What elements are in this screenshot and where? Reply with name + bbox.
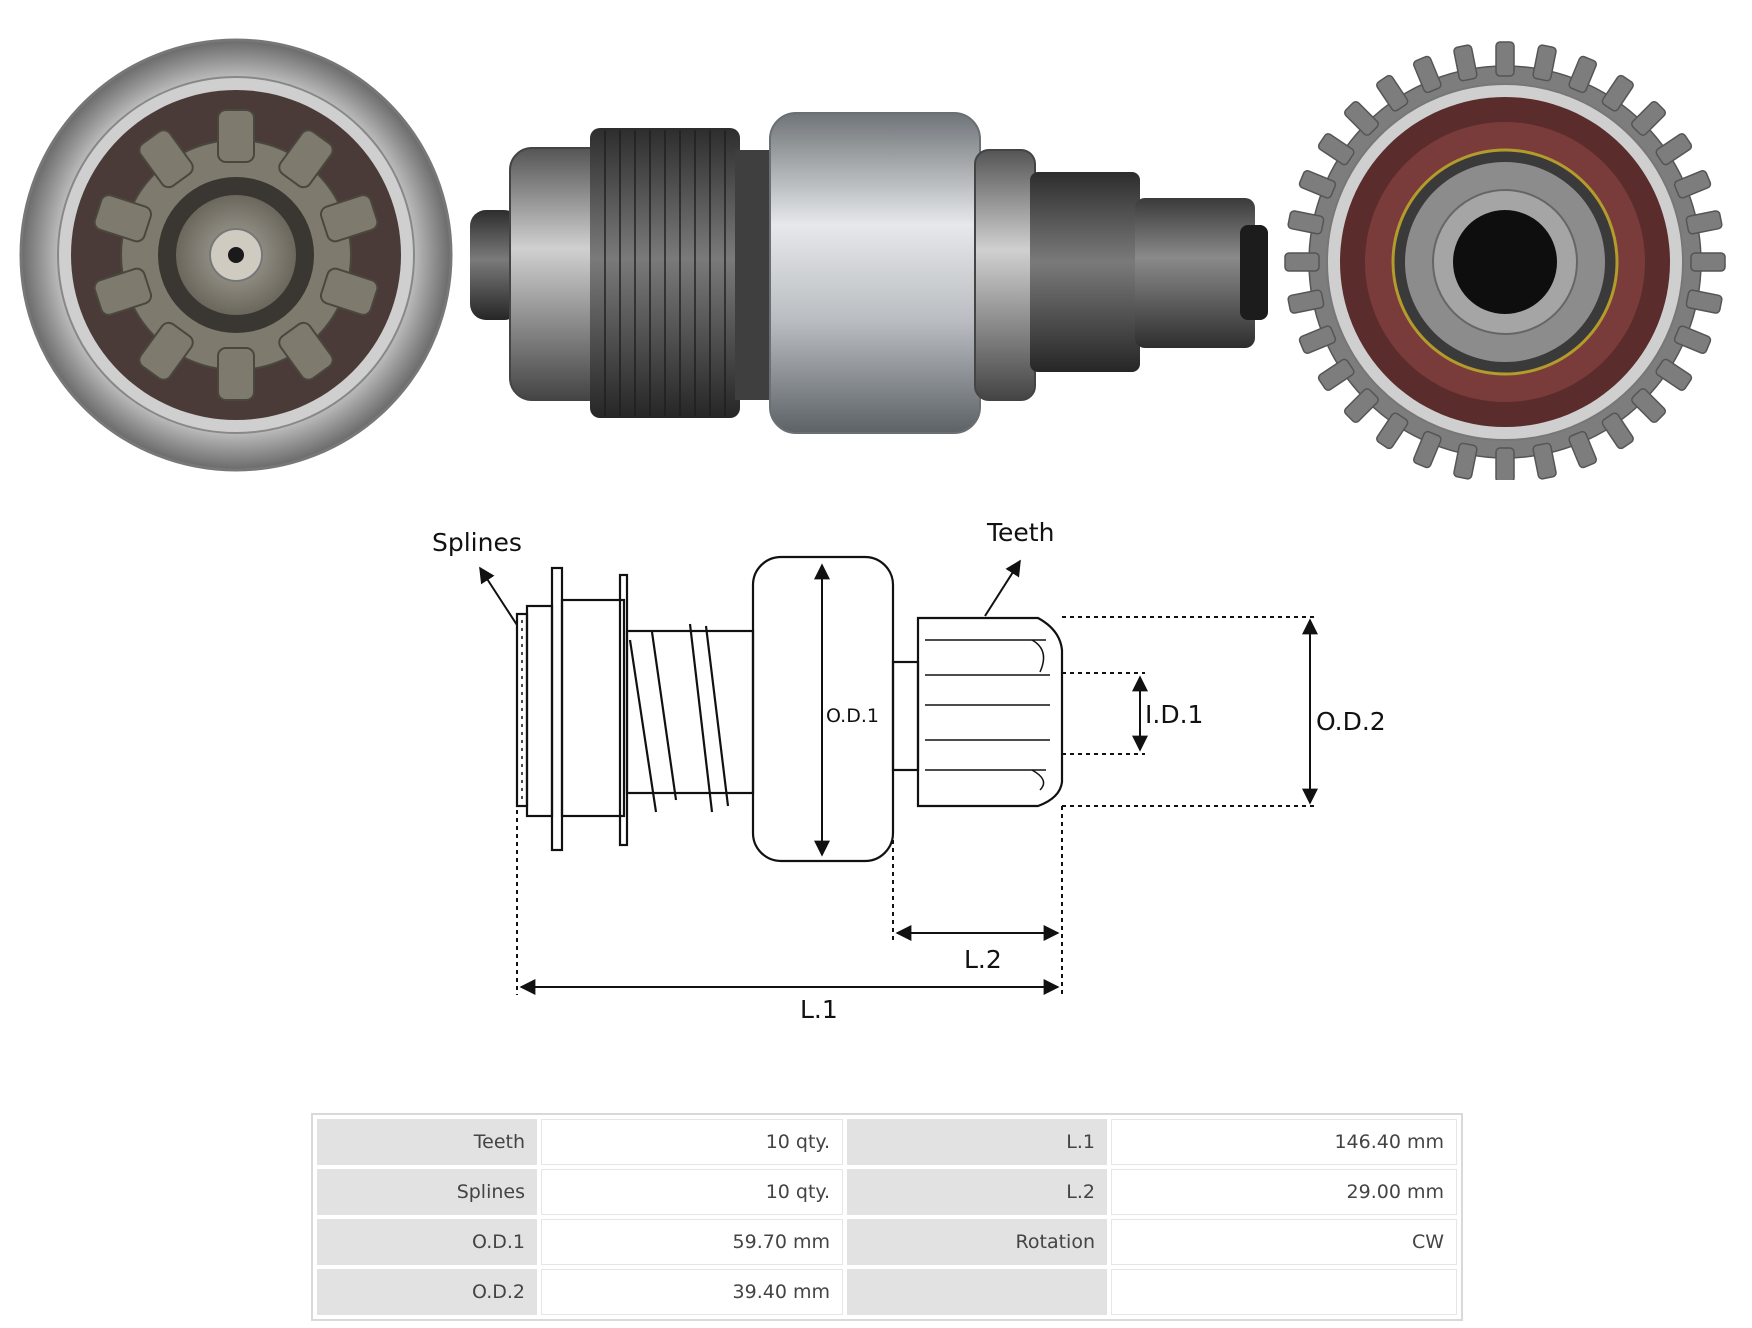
spec-key: L.1 — [847, 1119, 1107, 1165]
spec-value: 10 qty. — [541, 1169, 843, 1215]
teeth-label: Teeth — [986, 518, 1054, 547]
specification-table: Teeth 10 qty. L.1 146.40 mm Splines 10 q… — [311, 1113, 1463, 1321]
spec-key: Splines — [317, 1169, 537, 1215]
photo-rear-end-view — [1284, 41, 1726, 480]
product-photos — [19, 38, 1726, 480]
pinion-outline — [916, 616, 1064, 808]
l2-label: L.2 — [964, 945, 1002, 974]
table-row: Splines 10 qty. L.2 29.00 mm — [317, 1169, 1457, 1215]
table-row: O.D.1 59.70 mm Rotation CW — [317, 1219, 1457, 1265]
od2-label: O.D.2 — [1316, 707, 1386, 736]
table-row: Teeth 10 qty. L.1 146.40 mm — [317, 1119, 1457, 1165]
splines-label: Splines — [432, 528, 522, 557]
spec-value: 39.40 mm — [541, 1269, 843, 1315]
spec-value: CW — [1111, 1219, 1457, 1265]
spec-key: O.D.2 — [317, 1269, 537, 1315]
dimension-drawing: Splines Teeth O.D.1 O.D.2 I.D.1 L.2 L.1 — [432, 518, 1386, 1024]
photo-side-view — [470, 112, 1268, 434]
spec-value: 146.40 mm — [1111, 1119, 1457, 1165]
spec-key: Rotation — [847, 1219, 1107, 1265]
spec-key: L.2 — [847, 1169, 1107, 1215]
spec-value — [1111, 1269, 1457, 1315]
spec-key: Teeth — [317, 1119, 537, 1165]
od1-label: O.D.1 — [826, 705, 879, 727]
id1-label: I.D.1 — [1145, 700, 1203, 729]
splines-leader-arrow — [479, 566, 518, 626]
teeth-leader-arrow — [984, 559, 1021, 617]
spec-key — [847, 1269, 1107, 1315]
table-row: O.D.2 39.40 mm — [317, 1269, 1457, 1315]
spec-value: 29.00 mm — [1111, 1169, 1457, 1215]
spec-value: 10 qty. — [541, 1119, 843, 1165]
spec-key: O.D.1 — [317, 1219, 537, 1265]
photo-front-end-view — [19, 38, 453, 472]
spec-value: 59.70 mm — [541, 1219, 843, 1265]
l1-label: L.1 — [800, 995, 838, 1024]
spring-housing-outline — [625, 629, 755, 795]
